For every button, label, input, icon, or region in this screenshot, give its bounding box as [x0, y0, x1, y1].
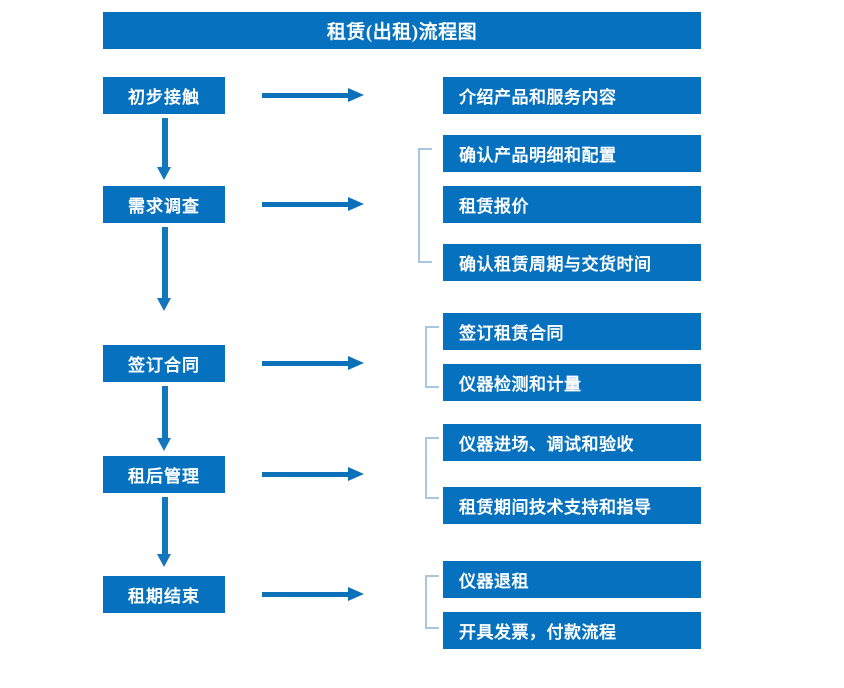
arrow-shaft	[162, 118, 168, 167]
detail-box-invoice-payment[interactable]: 开具发票，付款流程	[443, 612, 701, 649]
arrow-shaft	[262, 202, 350, 207]
detail-box-technical-support[interactable]: 租赁期间技术支持和指导	[443, 487, 701, 524]
detail-box-intro-products[interactable]: 介绍产品和服务内容	[443, 77, 701, 114]
arrow-right-stage-1	[262, 88, 364, 102]
detail-box-rental-quote[interactable]: 租赁报价	[443, 186, 701, 223]
detail-box-instrument-inspection[interactable]: 仪器检测和计量	[443, 364, 701, 401]
detail-box-confirm-specs[interactable]: 确认产品明细和配置	[443, 135, 701, 172]
arrow-right-stage-3	[262, 356, 364, 370]
group-bracket-stage-3	[425, 326, 439, 388]
arrow-right-stage-2	[262, 197, 364, 211]
arrow-right-stage-5	[262, 587, 364, 601]
detail-box-instrument-entry-commission[interactable]: 仪器进场、调试和验收	[443, 424, 701, 461]
stage-box-needs-survey[interactable]: 需求调查	[103, 186, 225, 223]
group-bracket-stage-5	[425, 575, 439, 629]
arrow-shaft	[162, 227, 168, 298]
arrow-head	[157, 438, 171, 451]
arrow-shaft	[262, 93, 350, 98]
stage-box-post-rental-management[interactable]: 租后管理	[103, 456, 225, 493]
arrow-head	[157, 554, 171, 567]
group-bracket-stage-2	[418, 148, 432, 263]
arrow-down-stage-3-to-4	[157, 386, 172, 451]
arrow-head	[348, 587, 364, 601]
stage-box-initial-contact[interactable]: 初步接触	[103, 77, 225, 114]
stage-box-sign-contract[interactable]: 签订合同	[103, 345, 225, 382]
arrow-head	[157, 167, 171, 180]
detail-box-sign-lease-agreement[interactable]: 签订租赁合同	[443, 313, 701, 350]
arrow-head	[157, 298, 171, 311]
chart-title: 租赁(出租)流程图	[103, 12, 701, 49]
group-bracket-stage-4	[425, 437, 439, 499]
arrow-head	[348, 356, 364, 370]
arrow-shaft	[162, 386, 168, 438]
detail-box-instrument-return[interactable]: 仪器退租	[443, 561, 701, 598]
arrow-head	[348, 467, 364, 481]
detail-box-confirm-period-delivery[interactable]: 确认租赁周期与交货时间	[443, 244, 701, 281]
arrow-shaft	[162, 497, 168, 554]
arrow-down-stage-2-to-3	[157, 227, 172, 311]
arrow-shaft	[262, 592, 350, 597]
arrow-shaft	[262, 472, 350, 477]
arrow-down-stage-4-to-5	[157, 497, 172, 567]
arrow-head	[348, 88, 364, 102]
arrow-head	[348, 197, 364, 211]
arrow-right-stage-4	[262, 467, 364, 481]
stage-box-lease-end[interactable]: 租期结束	[103, 576, 225, 613]
arrow-down-stage-1-to-2	[157, 118, 172, 180]
arrow-shaft	[262, 361, 350, 366]
